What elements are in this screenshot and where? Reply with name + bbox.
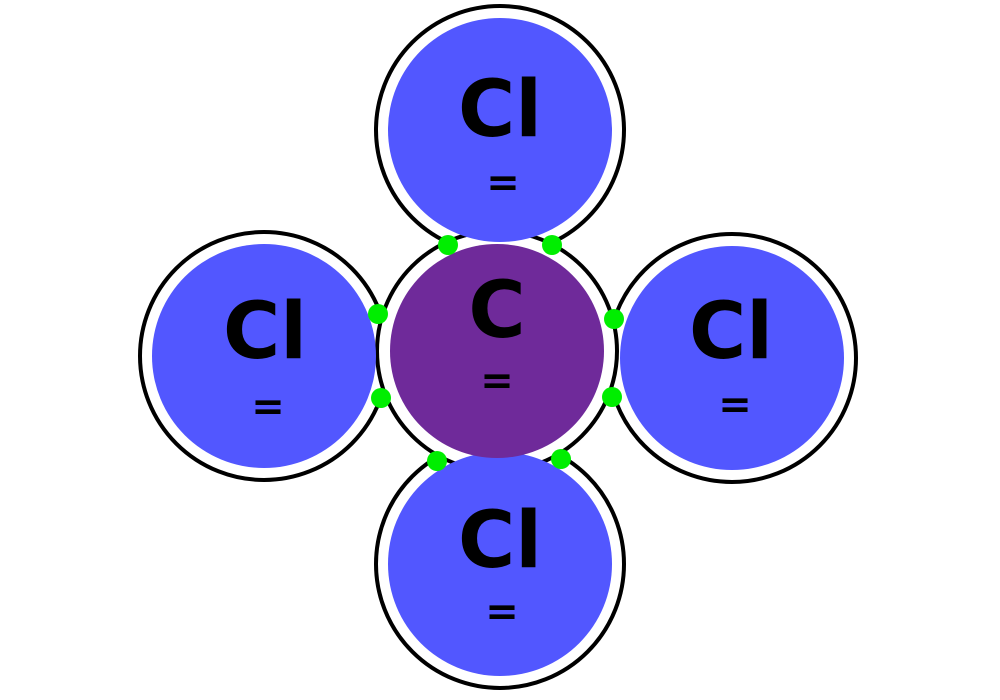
electron-bottom-right <box>551 449 571 469</box>
atom-labels: Cl = Cl = Cl = Cl = C = <box>223 65 773 635</box>
electron-right-lower <box>602 387 622 407</box>
shared-electrons <box>368 235 624 471</box>
electron-right-upper <box>604 309 624 329</box>
electron-bottom-left <box>427 451 447 471</box>
electron-top-left <box>438 235 458 255</box>
symbol-cl-top: Cl <box>458 65 542 155</box>
nucleus-cl-left <box>152 244 376 468</box>
nucleus-cl-right <box>620 246 844 470</box>
electron-left-lower <box>371 388 391 408</box>
atom-nuclei <box>152 18 844 676</box>
lone-pairs-cl-right: = <box>718 382 752 428</box>
nucleus-c-center <box>390 244 604 458</box>
symbol-cl-left: Cl <box>223 287 307 377</box>
nucleus-cl-bottom <box>388 452 612 676</box>
lone-pairs-cl-left: = <box>251 384 285 430</box>
electron-top-right <box>542 235 562 255</box>
lone-pairs-cl-bottom: = <box>485 589 519 635</box>
symbol-cl-bottom: Cl <box>458 496 542 586</box>
lone-pairs-c-center: = <box>480 358 514 404</box>
electron-left-upper <box>368 304 388 324</box>
nucleus-cl-top <box>388 18 612 242</box>
symbol-cl-right: Cl <box>689 287 773 377</box>
symbol-c-center: C <box>468 266 525 356</box>
lone-pairs-cl-top: = <box>486 160 520 206</box>
